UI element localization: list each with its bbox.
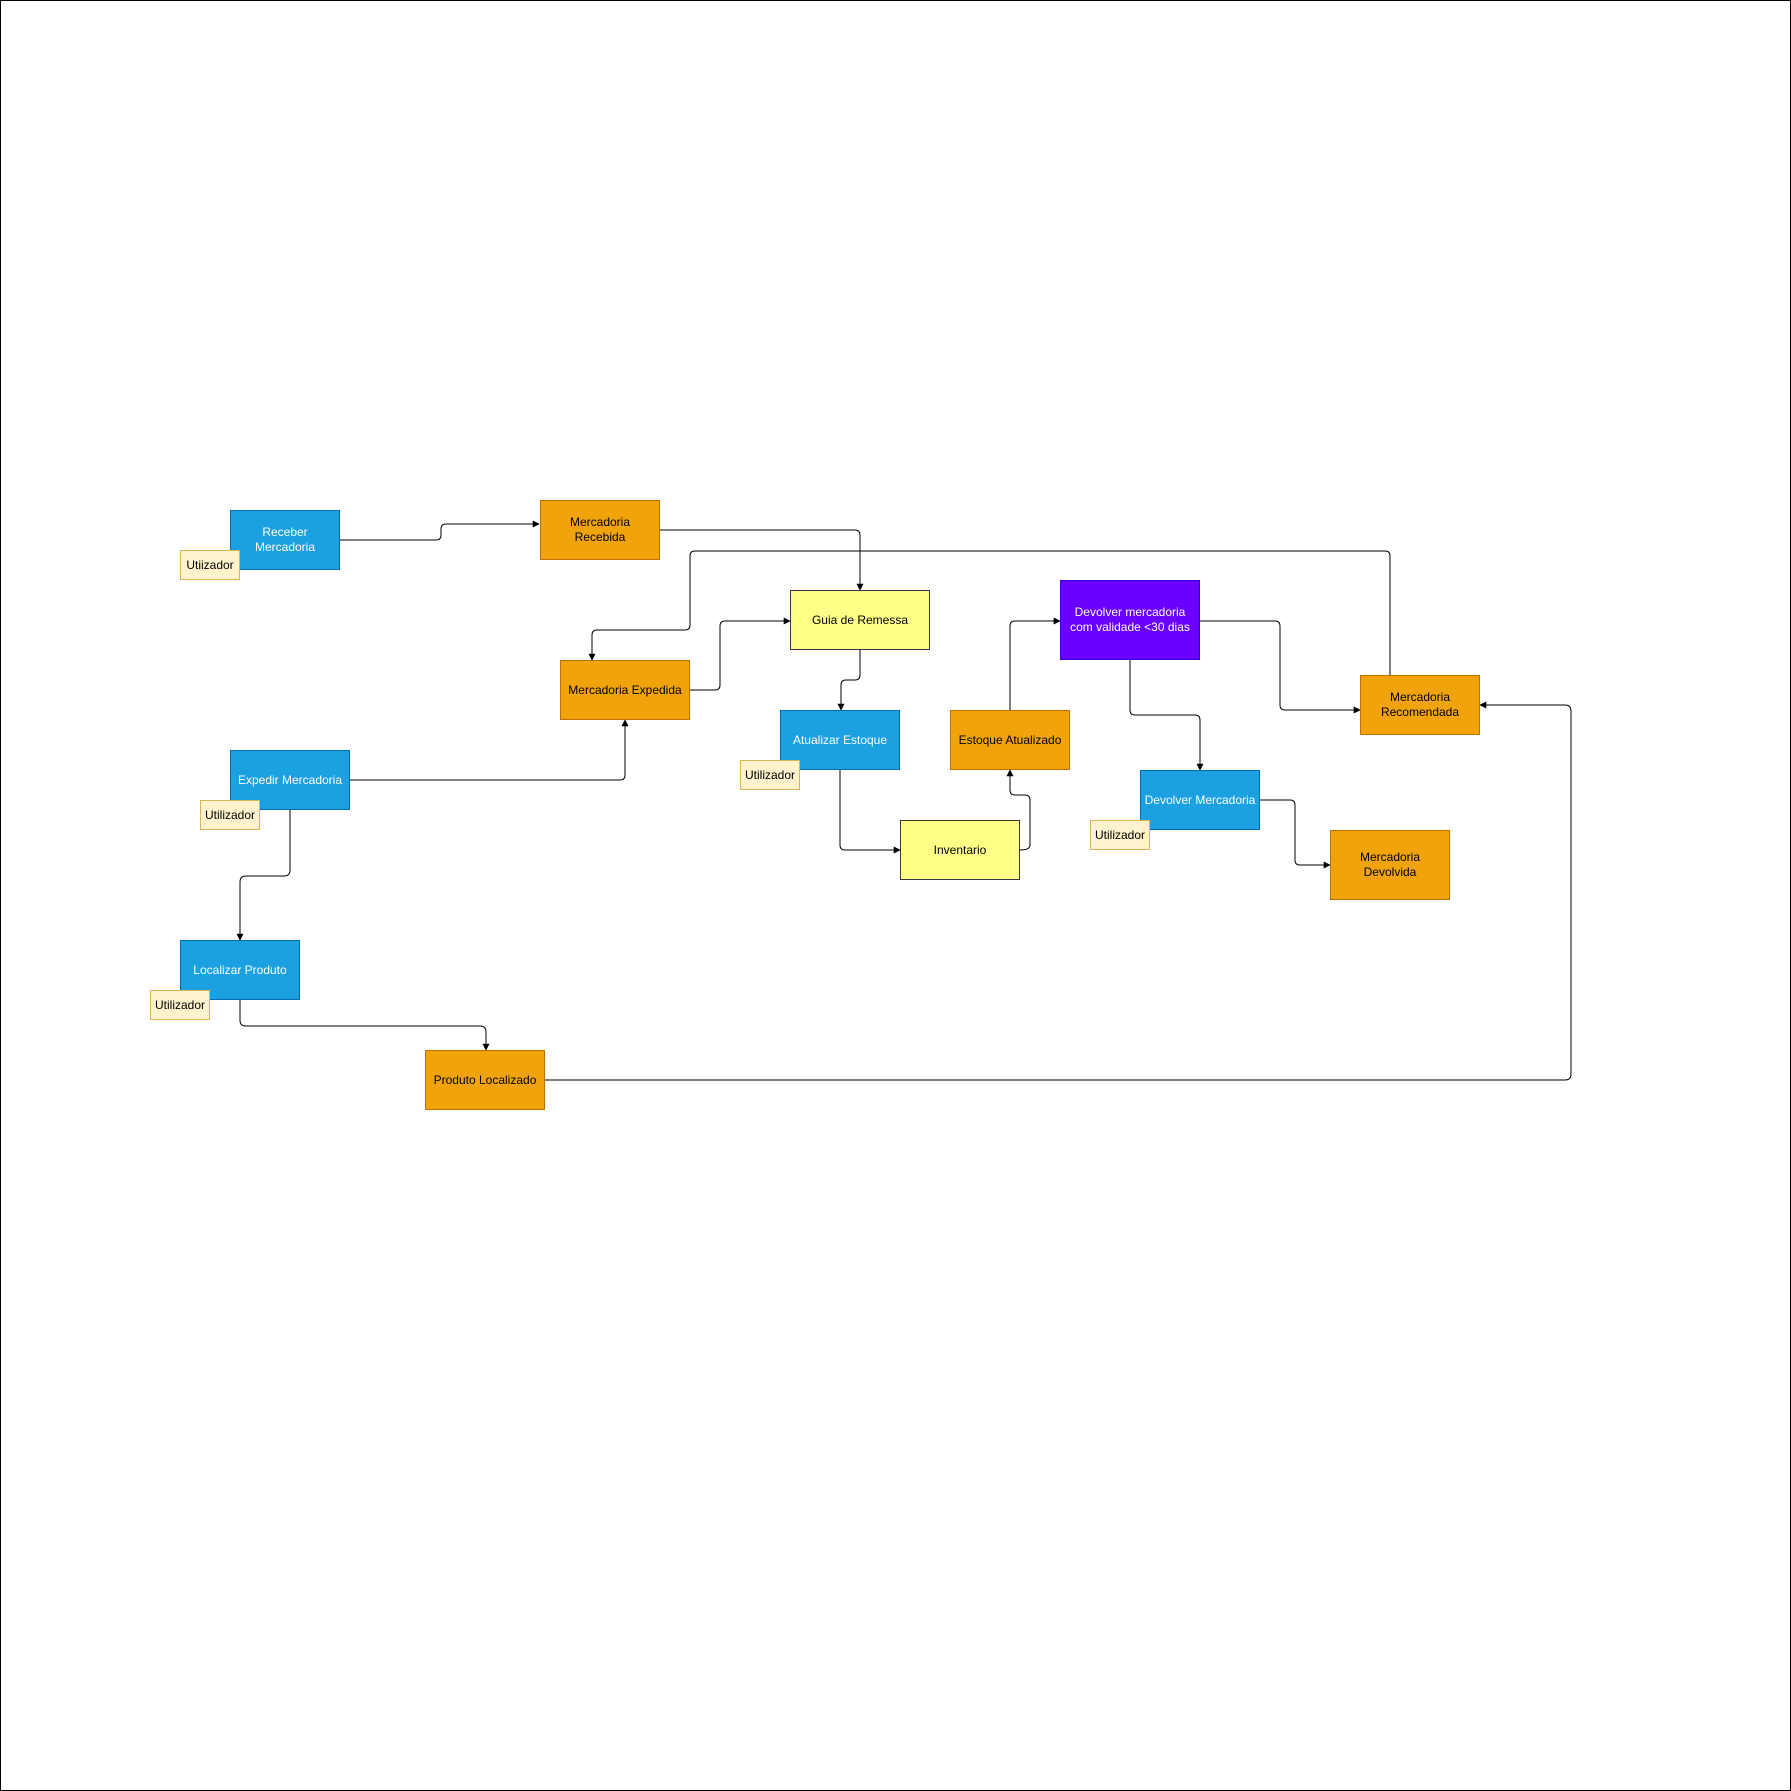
edge-receber-to-recebida	[340, 520, 540, 541]
document-guia-de-remessa-label: Guia de Remessa	[811, 612, 909, 627]
actor-utiizador-receber[interactable]: Utiizador	[180, 550, 240, 580]
edge-guia-to-atualizar	[837, 650, 861, 711]
process-devolver-mercadoria-label: Devolver Mercadoria	[1144, 792, 1256, 807]
decision-devolver-mercadoria-validade-label: Devolver mercadoria com validade <30 dia…	[1070, 605, 1190, 634]
edge-expedir-to-localizar	[236, 810, 291, 941]
artifact-mercadoria-expedida-label: Mercadoria Expedida	[568, 682, 682, 697]
artifact-mercadoria-recebida[interactable]: Mercadoria Recebida	[540, 500, 660, 560]
process-atualizar-estoque-label: Atualizar Estoque	[792, 732, 888, 747]
actor-utilizador-expedir[interactable]: Utilizador	[200, 800, 260, 830]
document-guia-de-remessa[interactable]: Guia de Remessa	[790, 590, 930, 650]
artifact-mercadoria-devolvida-label: Mercadoria Devolvida	[1359, 850, 1421, 879]
document-inventario-label: Inventario	[933, 842, 987, 857]
artifact-mercadoria-recomendada-label: Mercadoria Recomendada	[1380, 690, 1460, 719]
artifact-mercadoria-recebida-label: Mercadoria Recebida	[569, 515, 631, 544]
edge-recebida-to-guia	[660, 529, 864, 591]
actor-utiizador-receber-label: Utiizador	[186, 557, 234, 572]
actor-utilizador-expedir-label: Utilizador	[204, 807, 255, 822]
decision-devolver-mercadoria-validade[interactable]: Devolver mercadoria com validade <30 dia…	[1060, 580, 1200, 660]
artifact-estoque-atualizado-label: Estoque Atualizado	[958, 732, 1062, 747]
actor-utilizador-atualizar-label: Utilizador	[744, 767, 795, 782]
actor-utilizador-devolver[interactable]: Utilizador	[1090, 820, 1150, 850]
artifact-mercadoria-devolvida[interactable]: Mercadoria Devolvida	[1330, 830, 1450, 900]
process-expedir-mercadoria-label: Expedir Mercadoria	[237, 772, 343, 787]
process-devolver-mercadoria[interactable]: Devolver Mercadoria	[1140, 770, 1260, 830]
edge-estoque-to-devolver-validade	[1009, 617, 1061, 710]
edge-atualizar-to-inventario	[839, 770, 901, 854]
actor-utilizador-localizar[interactable]: Utilizador	[150, 990, 210, 1020]
edge-recomendada-to-expedida	[588, 550, 1391, 675]
edge-devolver-validade-to-devolver	[1129, 660, 1204, 771]
process-localizar-produto-label: Localizar Produto	[193, 962, 287, 977]
edge-localizar-to-localizado	[239, 1000, 490, 1051]
actor-utilizador-atualizar[interactable]: Utilizador	[740, 760, 800, 790]
artifact-estoque-atualizado[interactable]: Estoque Atualizado	[950, 710, 1070, 770]
edge-devolver-validade-to-recomendada	[1200, 620, 1361, 714]
artifact-mercadoria-expedida[interactable]: Mercadoria Expedida	[560, 660, 690, 720]
edge-localizado-to-recomendada	[545, 701, 1572, 1081]
artifact-mercadoria-recomendada[interactable]: Mercadoria Recomendada	[1360, 675, 1480, 735]
artifact-produto-localizado-label: Produto Localizado	[433, 1072, 537, 1087]
document-inventario[interactable]: Inventario	[900, 820, 1020, 880]
edge-devolver-to-devolvida	[1260, 799, 1331, 869]
actor-utilizador-localizar-label: Utilizador	[154, 997, 205, 1012]
process-atualizar-estoque[interactable]: Atualizar Estoque	[780, 710, 900, 770]
edge-inventario-to-estoque-atualizado	[1006, 769, 1031, 851]
process-receber-mercadoria-label: Receber Mercadoria	[254, 525, 316, 554]
process-receber-mercadoria[interactable]: Receber Mercadoria	[230, 510, 340, 570]
actor-utilizador-devolver-label: Utilizador	[1094, 827, 1145, 842]
edge-expedir-to-expedida	[350, 719, 629, 781]
artifact-produto-localizado[interactable]: Produto Localizado	[425, 1050, 545, 1110]
edge-expedida-to-guia	[690, 617, 791, 691]
